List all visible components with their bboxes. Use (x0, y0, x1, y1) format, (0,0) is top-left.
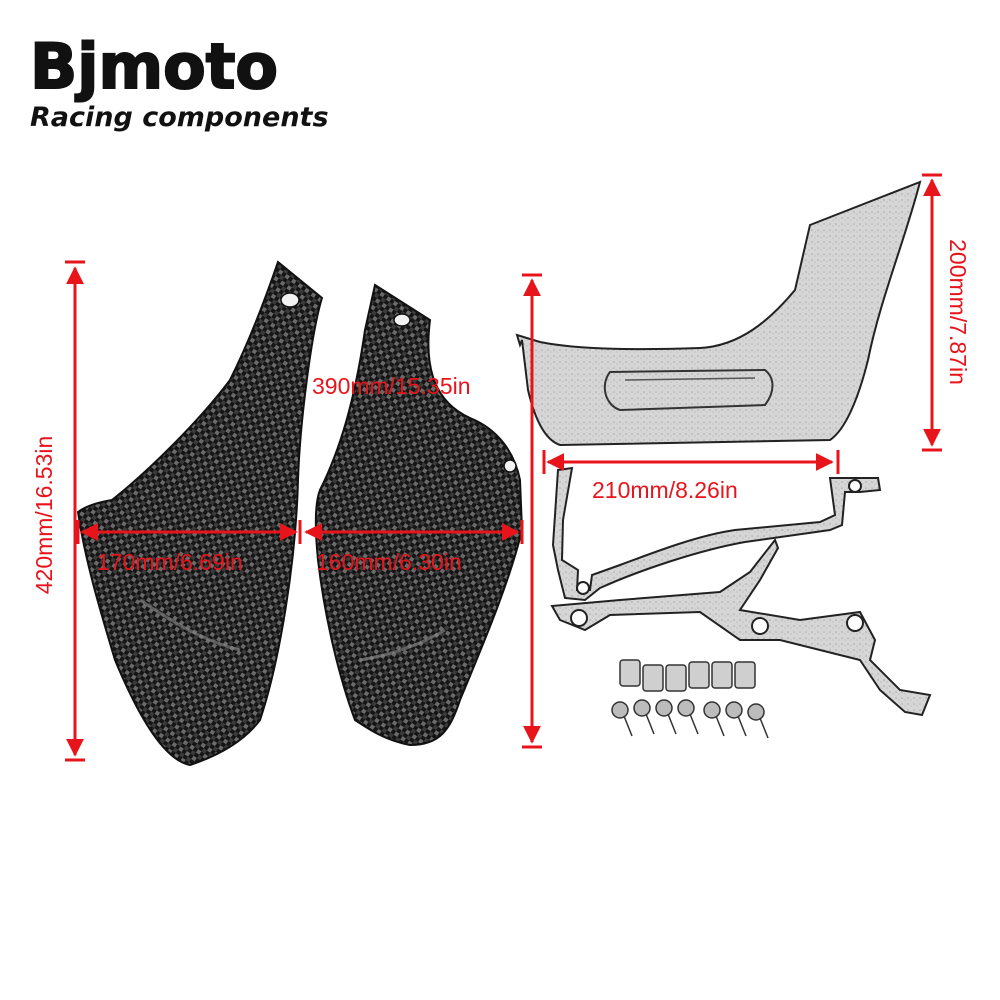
clip (665, 664, 687, 692)
left-panel-shape (76, 260, 324, 767)
brand-name: Bjmoto (30, 30, 278, 103)
panel-highlight (139, 598, 241, 652)
bracket-hole-icon (751, 617, 769, 635)
dimension-lines (65, 173, 942, 762)
mount-hole-icon (393, 313, 411, 327)
width-middle-label: 160mm/6.30in (316, 549, 462, 575)
clip (619, 659, 641, 687)
clip (711, 661, 733, 689)
panel-highlight (359, 628, 446, 662)
bracket-hole-icon (848, 479, 862, 493)
bracket-hole-icon (570, 609, 588, 627)
height-right-label: 200mm/7.87in (945, 239, 971, 385)
mount-hole-icon (280, 292, 300, 308)
height-left-label: 420mm/16.53in (31, 436, 57, 595)
brand-logo: Bjmoto Racing components (29, 29, 329, 133)
height-middle-label: 390mm/15.35in (312, 373, 471, 399)
middle-panel-shape (314, 283, 524, 747)
bracket-hole-icon (846, 614, 864, 632)
left-carbon-panel (76, 260, 324, 767)
panel-cutout-edge (624, 377, 756, 381)
clip (642, 664, 664, 692)
mounting-clips (619, 659, 756, 692)
mounting-brackets (550, 466, 932, 717)
right-metal-panel (515, 180, 922, 447)
brand-tagline: Racing components (30, 102, 329, 133)
right-panel-shape (515, 180, 922, 447)
mounting-screws (611, 699, 769, 739)
mount-hole-icon (503, 459, 517, 473)
middle-carbon-panel (314, 283, 524, 747)
width-right-label: 210mm/8.26in (592, 477, 738, 503)
clip (688, 661, 710, 689)
lower-bracket (550, 537, 932, 717)
panel-cutout (603, 368, 774, 412)
width-left-label: 170mm/6.69in (97, 549, 243, 575)
dimension-labels: 420mm/16.53in 170mm/6.69in 160mm/6.30in … (31, 239, 971, 594)
upper-bracket (551, 466, 882, 602)
bracket-hole-icon (576, 581, 590, 595)
clip (734, 661, 756, 689)
